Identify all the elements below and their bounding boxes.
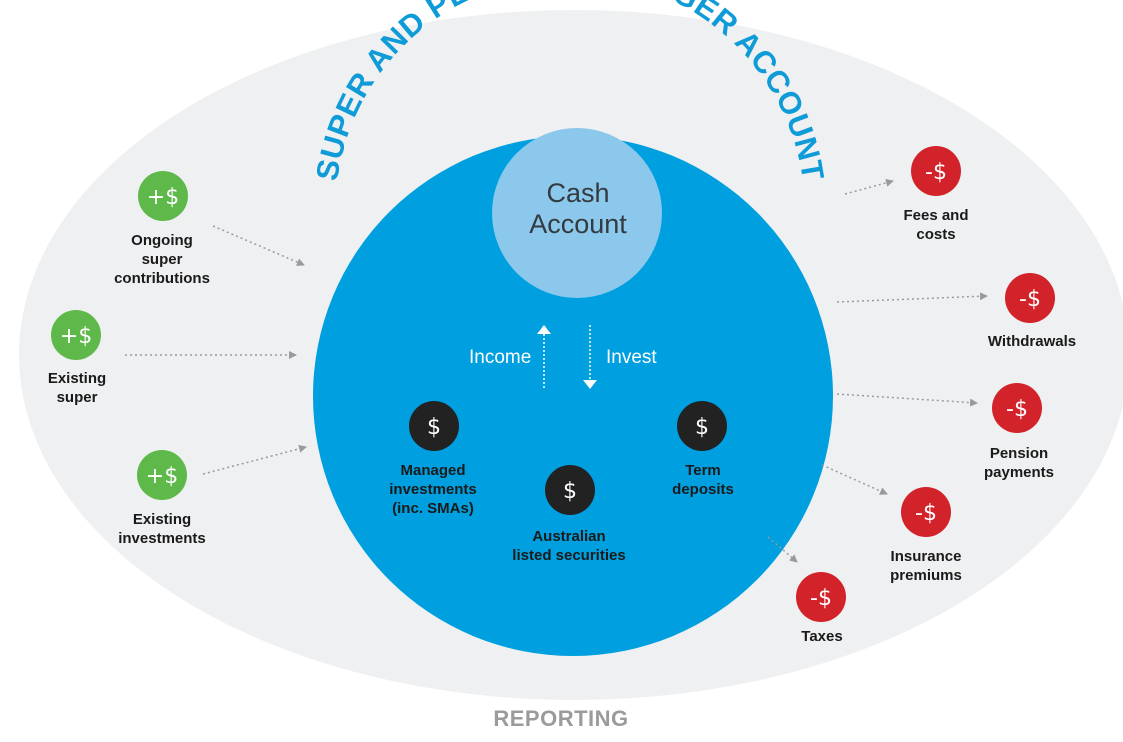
- svg-text:-$: -$: [810, 586, 832, 611]
- outflow-arrow-pension: [836, 393, 978, 407]
- plus-dollar-icon: +$: [137, 450, 187, 500]
- asset-label-listed-securities: Australian listed securities: [512, 528, 626, 564]
- outflow-label-withdrawals: Withdrawals: [987, 333, 1077, 350]
- svg-text:-$: -$: [1006, 397, 1028, 422]
- plus-dollar-icon: +$: [138, 171, 188, 221]
- minus-dollar-icon: -$: [911, 146, 961, 196]
- outflow-label-taxes: Taxes: [801, 628, 843, 645]
- outflow-label-insurance: Insurance premiums: [890, 548, 962, 584]
- minus-dollar-icon: -$: [796, 572, 846, 622]
- outflow-arrow-taxes: [767, 536, 798, 563]
- income-arrow: [537, 325, 551, 388]
- svg-text:-$: -$: [1019, 287, 1041, 312]
- outflow-arrow-withdrawals: [836, 292, 988, 303]
- minus-dollar-icon: -$: [992, 383, 1042, 433]
- dollar-icon: $: [545, 465, 595, 515]
- svg-text:+$: +$: [146, 464, 178, 489]
- asset-label-term-deposits: Term deposits: [672, 462, 734, 498]
- svg-text:+$: +$: [147, 185, 179, 210]
- outflow-label-pension: Pension payments: [983, 445, 1055, 481]
- account-circle: [313, 136, 833, 656]
- svg-text:$: $: [695, 415, 709, 440]
- svg-text:-$: -$: [925, 160, 947, 185]
- cash-account-circle: [492, 128, 662, 298]
- inflow-label-existing-super: Existing super: [47, 370, 107, 406]
- svg-text:+$: +$: [60, 324, 92, 349]
- inflow-arrow-ongoing: [212, 225, 305, 266]
- income-label: Income: [469, 347, 532, 368]
- minus-dollar-icon: -$: [1005, 273, 1055, 323]
- minus-dollar-icon: -$: [901, 487, 951, 537]
- reporting-label: REPORTING: [493, 706, 629, 731]
- outflow-arrow-insurance: [821, 464, 888, 495]
- inflow-label-ongoing-contributions: Ongoing super contributions: [114, 232, 210, 287]
- svg-text:-$: -$: [915, 501, 937, 526]
- outflow-label-fees: Fees and costs: [903, 207, 969, 243]
- invest-arrow: [583, 325, 597, 389]
- svg-text:$: $: [563, 479, 577, 504]
- cash-account-label: Cash Account: [529, 178, 627, 239]
- outflow-arrow-fees: [844, 178, 894, 195]
- asset-label-managed-investments: Managed investments (inc. SMAs): [389, 462, 477, 517]
- dollar-icon: $: [677, 401, 727, 451]
- plus-dollar-icon: +$: [51, 310, 101, 360]
- invest-label: Invest: [606, 347, 657, 368]
- svg-text:$: $: [427, 415, 441, 440]
- dollar-icon: $: [409, 401, 459, 451]
- inflow-label-existing-investments: Existing investments: [118, 511, 206, 547]
